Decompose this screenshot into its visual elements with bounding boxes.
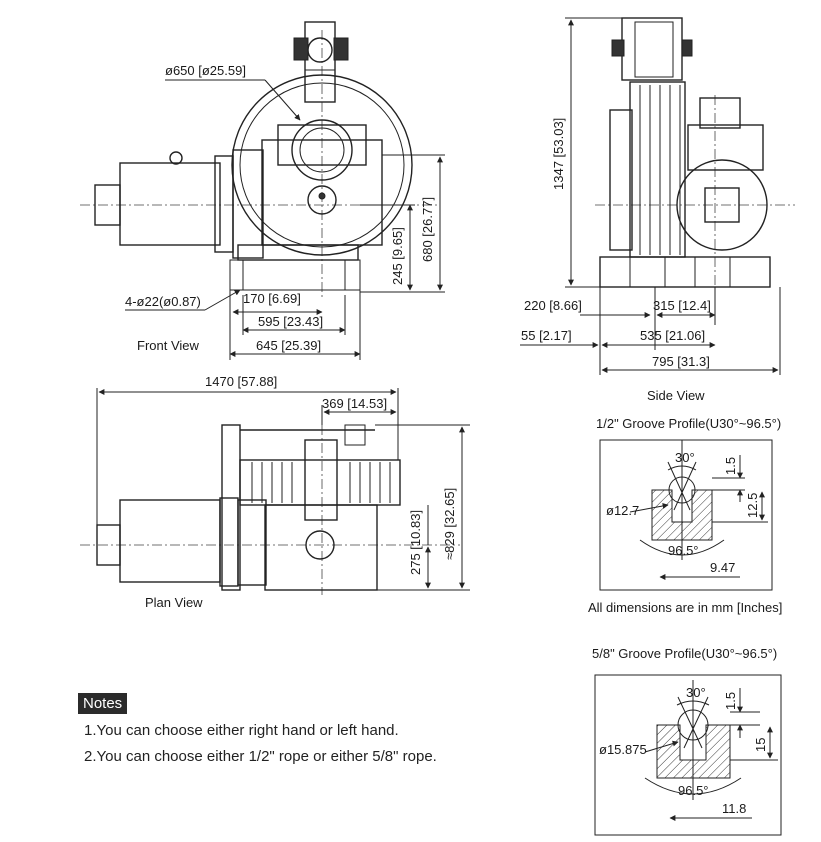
groove-half-angle-bottom: 96.5° [668,543,699,558]
groove-profile-half-inch: 1/2" Groove Profile(U30°~96.5°) 30° 1.5 … [596,416,781,591]
front-view: ø650 [ø25.59] 4-ø22(ø0.87) 170 [6.69] 59… [80,21,445,360]
plan-view-label: Plan View [145,595,203,610]
plan-dim-369: 369 [14.53] [322,396,387,411]
groove-profile-five-eighth-inch: 5/8" Groove Profile(U30°~96.5°) 30° 1.5 … [592,646,782,836]
plan-dim-1470: 1470 [57.88] [205,374,277,389]
units-note: All dimensions are in mm [Inches] [588,600,782,615]
front-sheave-dia-label: ø650 [ø25.59] [165,63,246,78]
groove-five-eighth-title: 5/8" Groove Profile(U30°~96.5°) [592,646,777,661]
groove-half-dim-125: 12.5 [745,493,760,518]
groove-five-eighth-dim-118: 11.8 [722,801,746,816]
groove-half-angle-top: 30° [675,450,695,465]
groove-half-title: 1/2" Groove Profile(U30°~96.5°) [596,416,781,431]
plan-dim-275: 275 [10.83] [408,510,423,575]
groove-half-dia: ø12.7 [606,503,639,518]
front-dim-645: 645 [25.39] [256,338,321,353]
front-dim-595: 595 [23.43] [258,314,323,329]
front-dim-245: 245 [9.65] [390,227,405,285]
side-view-label: Side View [647,388,705,403]
side-dim-535: 535 [21.06] [640,328,705,343]
plan-view: 1470 [57.88] 369 [14.53] 275 [10.83] ≈82… [80,374,470,610]
front-view-label: Front View [137,338,200,353]
groove-half-dim-15: 1.5 [723,457,738,475]
groove-half-dim-947: 9.47 [710,560,735,575]
front-dim-680: 680 [26.77] [420,197,435,262]
front-dim-170: 170 [6.69] [243,291,301,306]
side-view: 1347 [53.03] 220 [8.66] 315 [12.4] 55 [2… [520,17,795,403]
groove-five-eighth-dim-15: 1.5 [723,692,738,710]
side-dim-55: 55 [2.17] [521,328,572,343]
groove-five-eighth-dia: ø15.875 [599,742,647,757]
front-holes-label: 4-ø22(ø0.87) [125,294,201,309]
groove-five-eighth-angle-top: 30° [686,685,706,700]
notes-heading: Notes [78,693,128,714]
groove-five-eighth-angle-bottom: 96.5° [678,783,709,798]
plan-dim-829: ≈829 [32.65] [442,488,457,560]
note-item-2: 2.You can choose either 1/2" rope or eit… [84,748,437,765]
note-item-1: 1.You can choose either right hand or le… [84,722,399,739]
side-dim-795: 795 [31.3] [652,354,710,369]
side-dim-220: 220 [8.66] [524,298,582,313]
side-dim-315: 315 [12.4] [653,298,711,313]
groove-five-eighth-dim-15b: 15 [753,738,768,752]
side-dim-1347: 1347 [53.03] [551,118,566,190]
